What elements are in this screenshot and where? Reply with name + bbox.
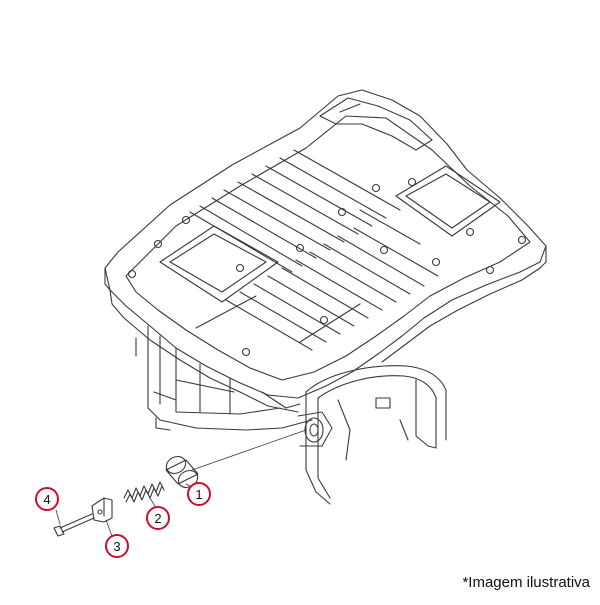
callout-1: 1: [187, 482, 211, 506]
callout-2-ring: [146, 506, 170, 530]
spring-part: [123, 481, 165, 503]
callout-3-ring: [105, 534, 129, 558]
exploded-parts: [53, 429, 307, 537]
leader-lines: [55, 483, 195, 537]
plunger-part: [165, 455, 199, 489]
illustrative-image-caption: *Imagem ilustrativa: [462, 574, 590, 591]
callout-4-ring: [35, 487, 59, 511]
valve-body-assembly: [104, 89, 547, 505]
callout-1-label: 1: [195, 487, 202, 502]
callout-4-label: 4: [43, 492, 50, 507]
callout-2: 2: [146, 506, 170, 530]
callout-3: 3: [105, 534, 129, 558]
bracket-part: [91, 497, 113, 523]
callout-2-label: 2: [154, 511, 161, 526]
callout-4: 4: [35, 487, 59, 511]
bolt-part: [53, 513, 95, 537]
callout-3-label: 3: [113, 539, 120, 554]
callout-1-ring: [187, 482, 211, 506]
